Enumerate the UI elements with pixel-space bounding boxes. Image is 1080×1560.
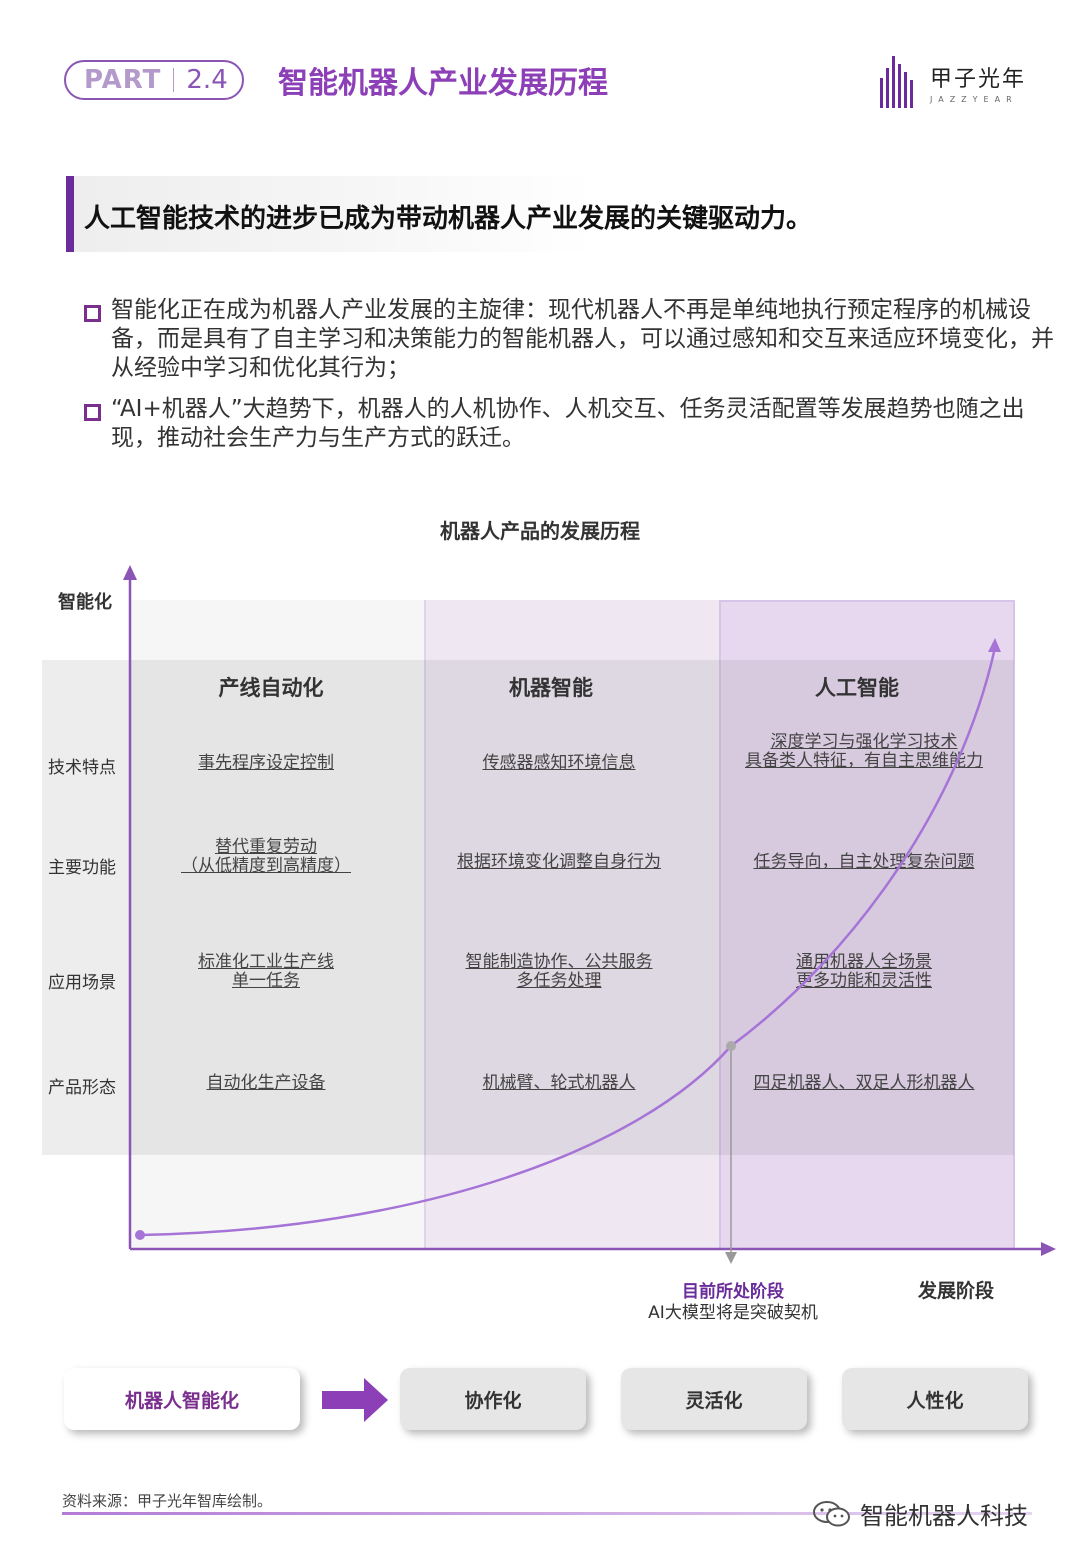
bullet-text: “AI+机器人”大趋势下，机器人的人机协作、人机交互、任务灵活配置等发展趋势也随… — [111, 396, 1025, 451]
current-stage-desc: AI大模型将是突破契机 — [648, 1303, 818, 1323]
cell-tech: 事先程序设定控制 — [198, 753, 334, 773]
flow-step-card: 人性化 — [842, 1368, 1028, 1430]
flow-start-card: 机器人智能化 — [64, 1368, 300, 1430]
arrow-right-icon — [322, 1378, 388, 1422]
footer-divider — [62, 1512, 1032, 1515]
row-label-tech: 技术特点 — [48, 758, 116, 778]
column-header: 机器智能 — [509, 676, 593, 700]
column-header: 人工智能 — [815, 676, 899, 700]
part-label: PART — [84, 65, 162, 95]
wechat-brand: 智能机器人科技 — [812, 1496, 1028, 1531]
cell-tech: 深度学习与强化学习技术具备类人特征，有自主思维能力 — [745, 732, 983, 771]
logo-name-cn: 甲子光年 — [930, 66, 1027, 92]
cell-form: 机械臂、轮式机器人 — [482, 1073, 636, 1093]
headline-accent-bar — [66, 176, 74, 252]
column-header: 产线自动化 — [218, 676, 324, 700]
current-stage-arrow-icon — [725, 1252, 737, 1264]
chart-title: 机器人产品的发展历程 — [440, 519, 640, 543]
cell-form: 自动化生产设备 — [206, 1073, 326, 1093]
source-note: 资料来源：甲子光年智库绘制。 — [62, 1492, 273, 1510]
flow-step-card: 灵活化 — [621, 1368, 807, 1430]
cell-function: 任务导向，自主处理复杂问题 — [753, 852, 975, 872]
cell-tech: 传感器感知环境信息 — [482, 753, 636, 773]
square-bullet-icon — [84, 404, 101, 421]
row-label-scene: 应用场景 — [48, 973, 116, 993]
part-number: 2.4 — [186, 65, 228, 95]
logo-bars-icon — [880, 56, 916, 108]
cell-function: 根据环境变化调整自身行为 — [457, 852, 661, 872]
page-title: 智能机器人产业发展历程 — [278, 66, 608, 101]
part-divider — [173, 68, 175, 92]
square-bullet-icon — [84, 305, 101, 322]
brand-logo: 甲子光年 JAZZYEAR — [880, 56, 1026, 108]
row-label-form: 产品形态 — [48, 1078, 116, 1098]
y-axis-label: 智能化 — [58, 592, 112, 613]
bullet-item: 智能化正在成为机器人产业发展的主旋律：现代机器人不再是单纯地执行预定程序的机械设… — [84, 296, 1054, 383]
x-axis-label: 发展阶段 — [918, 1280, 995, 1302]
current-stage-title: 目前所处阶段 — [682, 1282, 784, 1302]
bullet-item: “AI+机器人”大趋势下，机器人的人机协作、人机交互、任务灵活配置等发展趋势也随… — [84, 395, 1054, 453]
cell-form: 四足机器人、双足人形机器人 — [753, 1073, 975, 1093]
headline: 人工智能技术的进步已成为带动机器人产业发展的关键驱动力。 — [84, 204, 813, 234]
x-axis-arrow-icon — [1041, 1242, 1056, 1256]
part-badge: PART 2.4 — [64, 60, 244, 100]
headline-background — [74, 176, 594, 252]
brand-name: 智能机器人科技 — [860, 1502, 1028, 1530]
row-label-function: 主要功能 — [48, 858, 116, 878]
cell-scene: 标准化工业生产线单一任务 — [198, 952, 334, 991]
flow-step-card: 协作化 — [400, 1368, 586, 1430]
y-axis-arrow-icon — [123, 565, 137, 580]
wechat-icon — [813, 1500, 850, 1526]
cell-scene: 通用机器人全场景更多功能和灵活性 — [796, 952, 932, 991]
bullet-text: 智能化正在成为机器人产业发展的主旋律：现代机器人不再是单纯地执行预定程序的机械设… — [111, 297, 1054, 381]
cell-function: 替代重复劳动（从低精度到高精度） — [181, 837, 351, 876]
logo-name-en: JAZZYEAR — [930, 94, 1018, 104]
cell-scene: 智能制造协作、公共服务多任务处理 — [465, 952, 653, 991]
